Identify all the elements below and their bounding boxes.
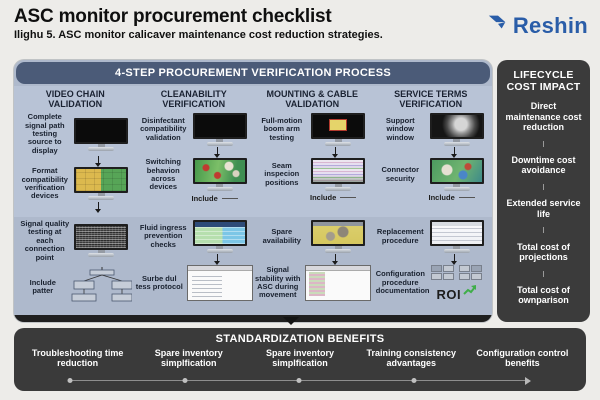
step-include-pattern: Include patter [18,266,133,308]
roi-arrow-icon [463,283,477,301]
flow-down-arrow-icon [450,254,457,265]
monitor-ultrasound-image-icon [428,113,486,147]
step-support-window: Support window window [374,113,489,147]
include-note: Include [192,194,252,203]
benefits-items: Troubleshooting time reduction Spare inv… [14,348,586,369]
column-video-chain-lower: Signal quality testing at each connectio… [16,219,135,315]
include-line [340,197,357,199]
monitor-map-image-icon [309,220,367,253]
configuration-thumbnails: ROI [428,265,486,301]
brand-logo: Reshin [487,12,588,39]
step-fluid-ingress: Fluid ingress prevention checks [137,220,252,253]
lifecycle-item: Downtime cost avoidance [511,155,576,176]
step-switching-behavior: Switching behavion across devices [137,158,252,192]
lifecycle-cost-panel: LIFECYCLE COST IMPACT Direct maintenance… [497,60,590,322]
timeline-dot [182,378,187,383]
process-upper-band: VIDEO CHAIN VALIDATION Complete signal p… [14,86,492,217]
column-title: CLEANABILITY VERIFICATION [160,89,227,110]
step-connector-security: Connector security [374,158,489,192]
lifecycle-panel-title: LIFECYCLE COST IMPACT [506,69,581,94]
page-subtitle: Ilighu 5. ASC monitor calicaver maintena… [14,29,383,41]
process-lower-band: Signal quality testing at each connectio… [14,217,492,315]
column-cleanability-upper: CLEANABILITY VERIFICATION Disinfectant c… [135,86,254,217]
document-thumbnails-icon [431,265,483,280]
flow-down-arrow-icon [332,254,338,265]
column-title: VIDEO CHAIN VALIDATION [45,89,105,110]
flow-down-arrow-icon [332,147,338,159]
monitor-static-noise-icon [72,224,130,258]
flow-down-arrow-icon [95,156,101,168]
timeline-dot [296,378,302,383]
lifecycle-items: Direct maintenance cost reduction Downti… [502,93,585,314]
column-mounting-cable-lower: Spare availability Signal stability with… [253,220,372,315]
benefit-item: Spare inventory simplfication [154,348,223,369]
monitor-small-image-icon [309,113,367,147]
benefits-panel-title: STANDARDIZATION BENEFITS [215,333,385,345]
lifecycle-item: Direct maintenance cost reduction [505,101,582,133]
timeline-dot [411,378,416,383]
step-disinfectant-compatibility: Disinfectant compatibility validation [137,113,252,147]
connector-dash [543,184,544,191]
include-pattern-flowchart [70,266,133,308]
connector-dash [543,227,544,234]
standardization-benefits-panel: STANDARDIZATION BENEFITS Troubleshooting… [14,328,586,391]
monitor-spreadsheet-icon [191,220,249,253]
panel-bottom-strip [14,315,492,322]
step-seam-inspection: Seam inspecion positions [255,158,370,192]
benefit-item: Configuration control benefits [476,348,569,369]
monitor-black-screen-icon [191,113,249,147]
column-title: SERVICE TERMS VERIFICATION [394,89,468,110]
lifecycle-item: Extended service life [506,198,581,219]
column-service-terms-upper: SERVICE TERMS VERIFICATION Support windo… [372,86,491,217]
monitor-test-pattern-icon [72,167,130,201]
benefit-item: Troubleshooting time reduction [31,348,124,369]
benefit-item: Spare inventory simplfication [265,348,335,369]
monitor-document-icon [428,220,486,253]
include-line [458,197,475,199]
flow-down-arrow-icon [213,147,220,159]
process-panel: 4-STEP PROCUREMENT VERIFICATION PROCESS … [14,60,492,322]
column-mounting-cable-upper: MOUNTING & CABLE VALIDATION Full-motion … [253,86,372,217]
timeline-arrow-icon [525,376,531,385]
timeline-dot [67,378,73,383]
brand-logo-text: Reshin [512,12,588,38]
step-boom-arm-testing: Full-motion boom arm testing [255,113,370,147]
step-replacement-procedure: Replacement procedure [374,220,489,253]
software-window-icon [305,265,372,301]
step-configuration-documentation: Configuration procedure documentation RO… [374,265,489,301]
step-format-compatibility: Format compatibility verification device… [18,166,133,201]
monitor-black-screen-icon [72,117,130,151]
column-cleanability-lower: Fluid ingress prevention checks Surbe du… [135,220,254,315]
lifecycle-item: Total cost of projections [517,241,570,262]
benefit-item: Training consistency advantages [366,348,456,369]
lifecycle-item: Total cost of ownparison [517,284,570,306]
flow-down-arrow-icon [450,147,457,159]
page-title: ASC monitor procurement checklist [14,6,332,27]
include-line [221,197,238,199]
step-signal-quality: Signal quality testing at each connectio… [18,219,133,262]
software-window-icon [186,265,253,301]
column-video-chain-upper: VIDEO CHAIN VALIDATION Complete signal p… [16,86,135,217]
roi-badge: ROI [436,283,477,301]
monitor-waveform-icon [309,158,367,192]
step-spare-availability: Spare availability [255,220,370,253]
monitor-surgical-image-icon [428,158,486,192]
benefits-timeline [67,376,531,385]
flow-down-arrow-icon [213,254,220,265]
connector-dash [543,270,544,277]
monitor-endoscopy-image-icon [191,158,249,192]
connector-dash [543,140,544,147]
include-note: Include [429,193,489,202]
include-note: Include [310,193,370,202]
step-signal-stability: Signal stability with ASC during movemen… [255,265,372,301]
step-complete-signal-path: Complete signal path testing source to d… [18,112,133,155]
process-panel-title: 4-STEP PROCUREMENT VERIFICATION PROCESS [16,62,490,84]
panel-down-arrow-icon [283,317,299,325]
flow-down-arrow-icon [95,201,101,213]
reshin-logo-icon [487,12,509,39]
header: ASC monitor procurement checklist Ilighu… [14,6,590,56]
column-title: MOUNTING & CABLE VALIDATION [266,89,359,110]
step-surbe-protocol: Surbe dul tess protocol [136,265,253,301]
column-service-terms-lower: Replacement procedure Configuration proc… [372,220,491,315]
